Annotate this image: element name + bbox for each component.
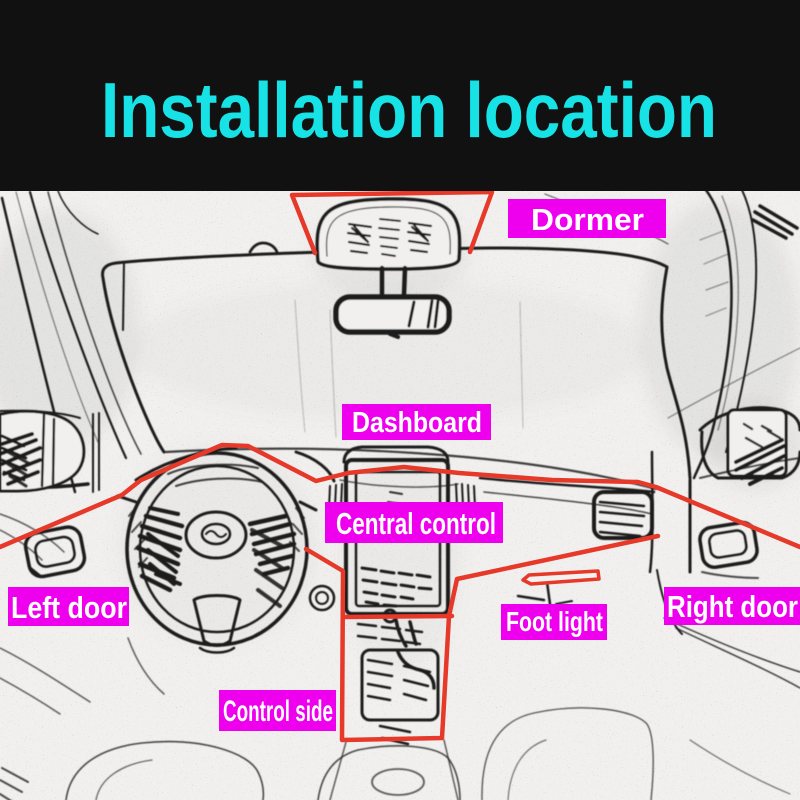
svg-text:Installation location: Installation location (101, 66, 717, 154)
svg-text:Dormer: Dormer (531, 202, 644, 237)
svg-text:Dashboard: Dashboard (352, 407, 482, 439)
svg-text:Control side: Control side (223, 695, 333, 728)
svg-text:Right door: Right door (667, 589, 798, 624)
svg-text:Left door: Left door (11, 590, 127, 625)
svg-text:Foot light: Foot light (506, 606, 603, 637)
svg-text:Central control: Central control (336, 506, 496, 541)
